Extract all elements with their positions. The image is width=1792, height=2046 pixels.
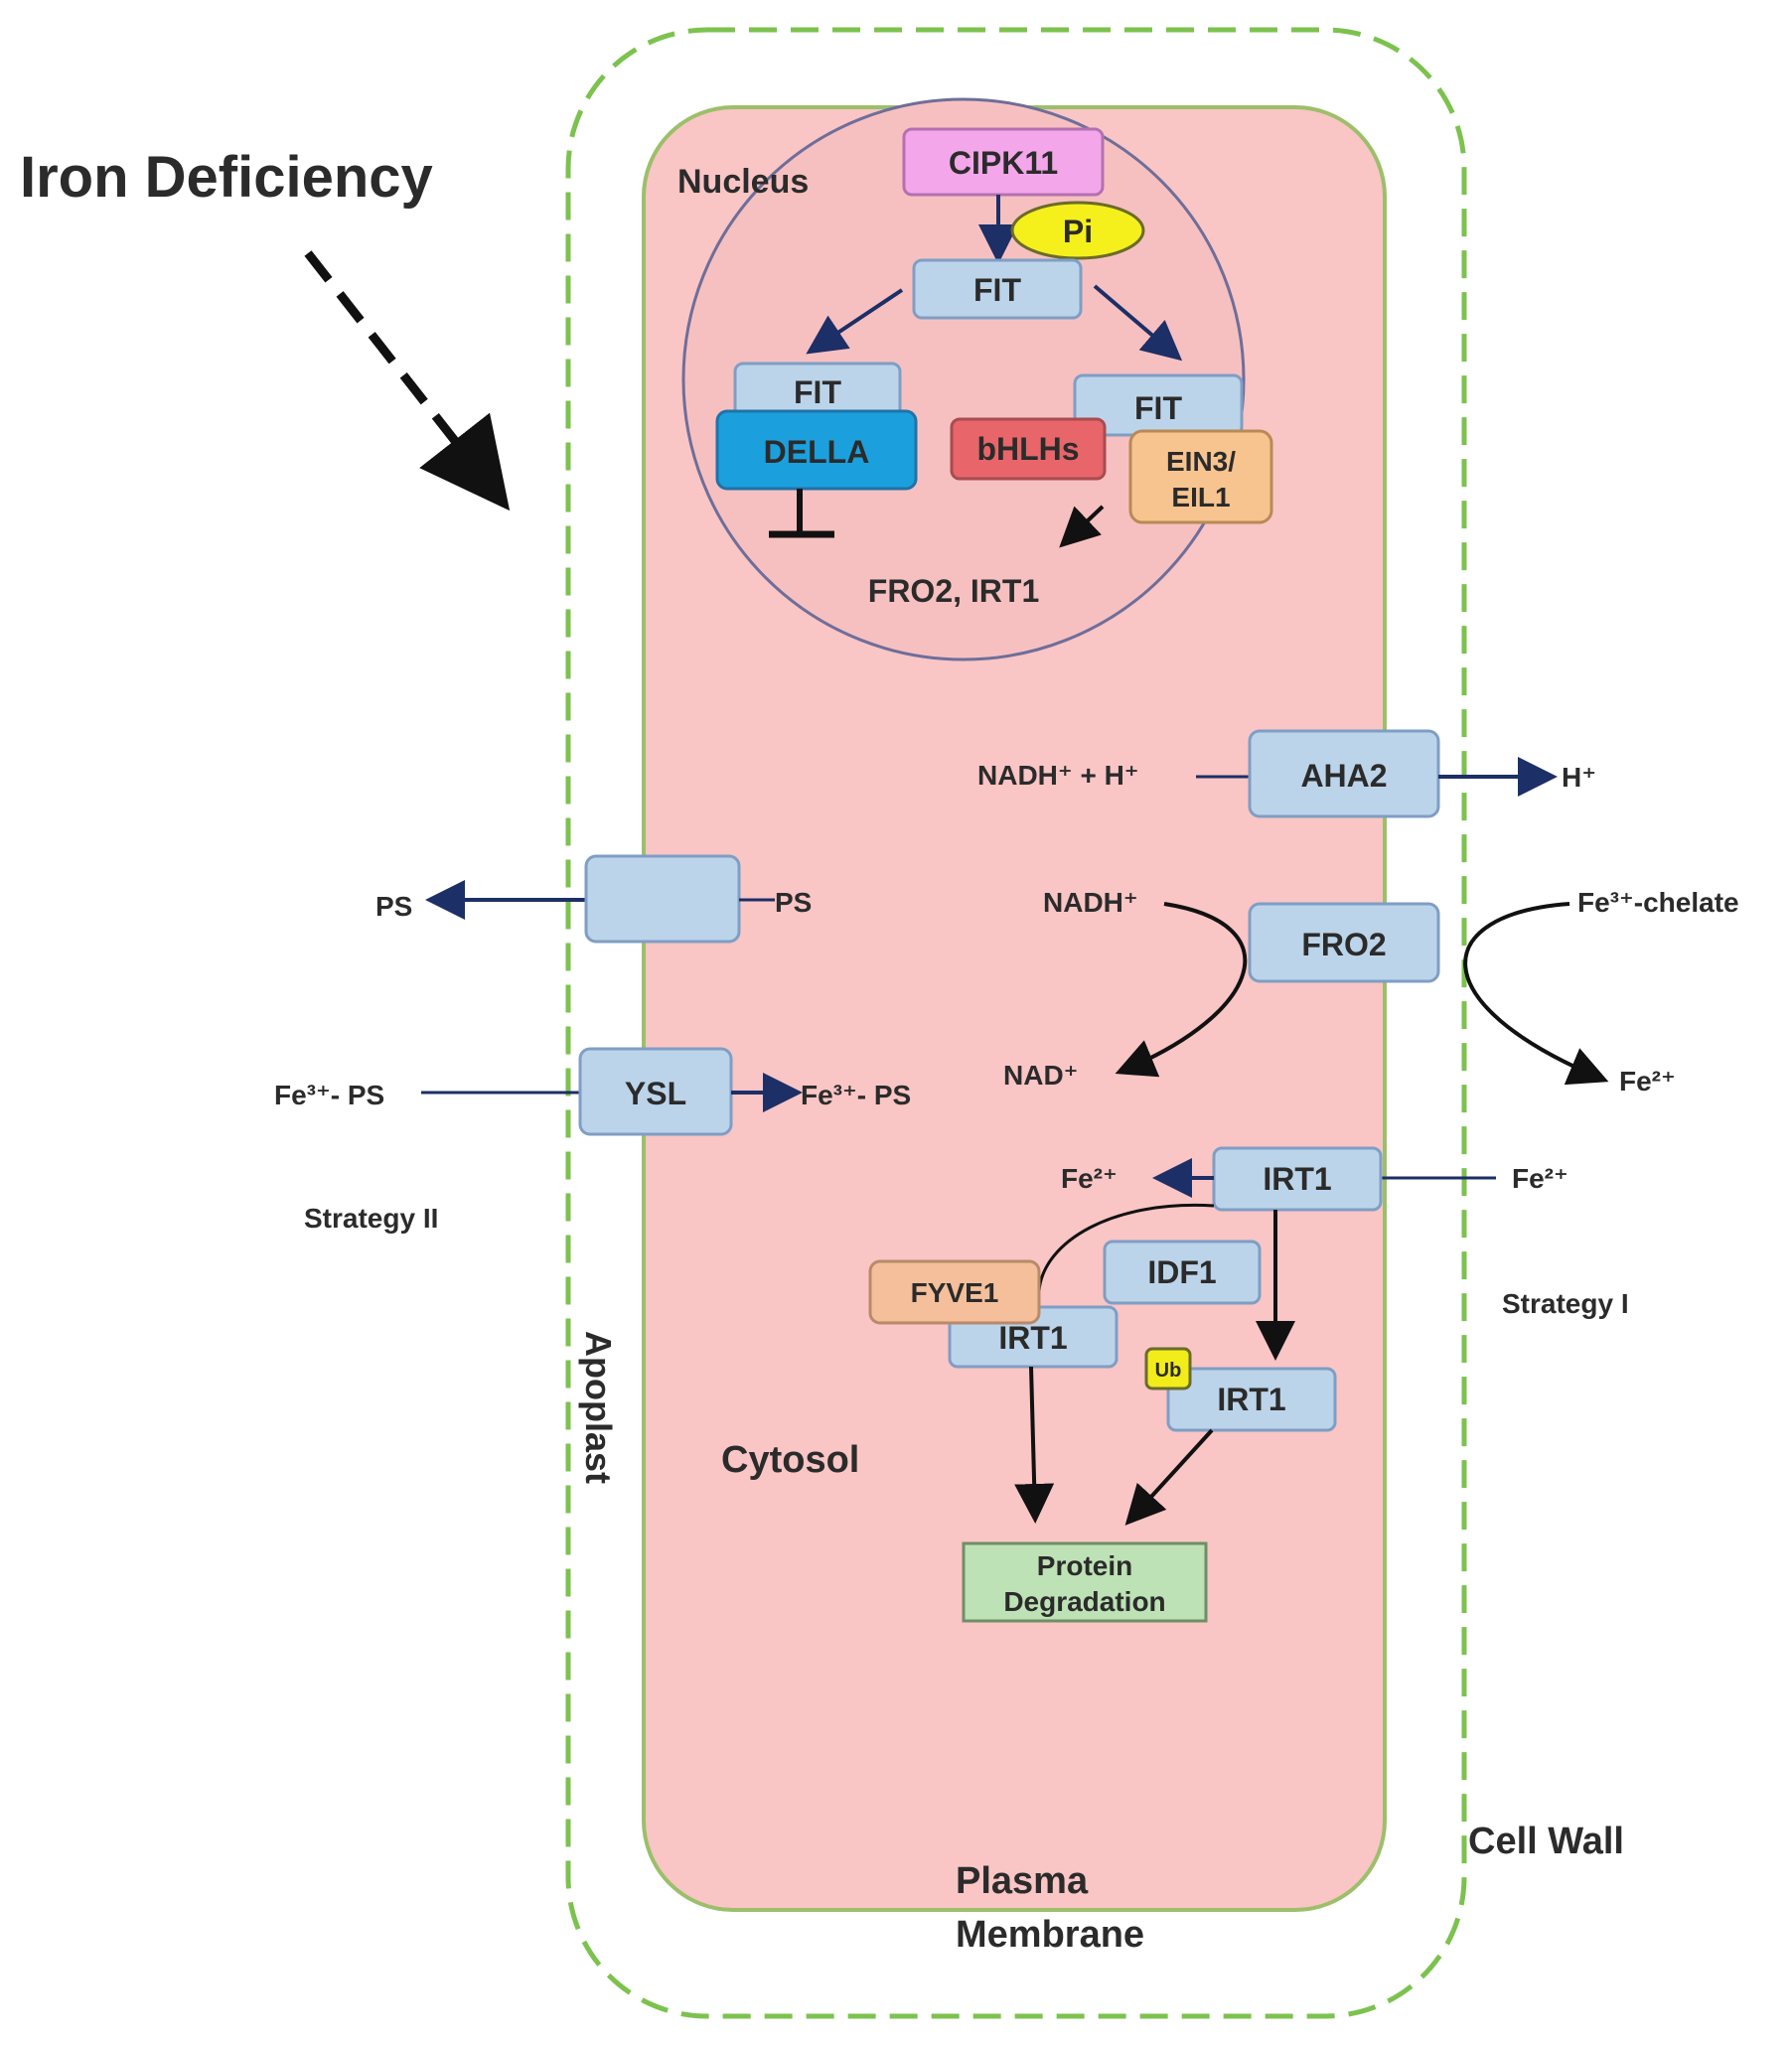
complex-to-targets-arrow [1059,505,1105,548]
nad-label: NAD⁺ [1003,1060,1078,1091]
cell-wall [565,27,1467,2019]
iron-signal-arrow [304,250,511,512]
pi-label: Pi [1063,214,1093,249]
nucleus-label: Nucleus [677,163,809,201]
della-label: DELLA [764,434,870,470]
aha2-box [1248,729,1440,818]
irt1-ub-to-degradation-arrow [1124,1428,1214,1526]
ein3-label-line2: EIL1 [1171,482,1230,512]
fro2-label: FRO2 [1301,927,1386,962]
irt1-ub-label: IRT1 [1217,1382,1285,1417]
degradation-label-line2: Degradation [1003,1586,1165,1617]
plasma-membrane-label-line2: Membrane [956,1914,1144,1956]
h-out-label: H⁺ [1562,762,1596,793]
nadh-label: NADH⁺ [1043,887,1138,918]
title: Iron Deficiency [20,145,433,210]
nadh-h-label: NADH⁺ + H⁺ [977,760,1139,791]
irt1-fyve-to-degradation-arrow [1014,1366,1055,1524]
fe3-ps-out-label: Fe³⁺- PS [274,1080,384,1110]
nadh-to-nad-arrow [1115,902,1248,1078]
cipk11-box [902,127,1105,197]
fe2-right-label: Fe²⁺ [1619,1066,1676,1096]
fyve1-box [868,1259,1041,1325]
bhlhs-label: bHLHs [976,431,1079,467]
aha2-label: AHA2 [1300,758,1387,794]
irt1-ub-box [1166,1367,1337,1432]
fro2-box [1248,902,1440,983]
fit-top-label: FIT [973,272,1021,308]
fit-top-box [912,258,1083,320]
idf1-box [1103,1240,1262,1305]
fe3-ps-in-label: Fe³⁺- PS [801,1080,911,1110]
fe3-chelate-label: Fe³⁺-chelate [1577,887,1739,918]
ps-out-label: PS [375,891,412,922]
fe3-to-fe2-arrow [1463,902,1609,1086]
cipk11-label: CIPK11 [949,145,1058,181]
della-box [715,409,918,491]
ein3-box [1128,429,1273,524]
irt1-fyve-label: IRT1 [998,1320,1067,1356]
apoplast-label: Apoplast [578,1331,619,1484]
ps-exporter-box [584,854,741,944]
fit-left-label: FIT [794,374,841,410]
targets-label: FRO2, IRT1 [868,573,1039,609]
ysl-label: YSL [625,1076,686,1111]
ps-in-label: PS [775,887,812,918]
plasma-membrane-label-line1: Plasma [956,1860,1089,1902]
strategy2-label: Strategy II [304,1203,438,1234]
irt1-to-fyve1-curve [1037,1203,1215,1292]
cytosol-label: Cytosol [721,1439,859,1481]
bhlhs-box [950,417,1107,481]
idf1-label: IDF1 [1147,1254,1216,1290]
pi-ellipse [1010,201,1145,260]
fit-right-label: FIT [1134,390,1182,426]
ub-label: Ub [1155,1360,1182,1382]
fyve1-label: FYVE1 [911,1277,999,1308]
ein3-label-line1: EIN3/ [1166,446,1236,477]
cell-wall-label: Cell Wall [1468,1821,1624,1862]
fe2-in-label: Fe²⁺ [1061,1163,1118,1194]
ub-box [1144,1347,1192,1390]
strategy1-label: Strategy I [1502,1288,1629,1319]
degradation-label-line1: Protein [1037,1550,1132,1581]
fit-to-bhlh-arrow [1093,284,1183,362]
degradation-box [962,1541,1208,1623]
fe2-out-label: Fe²⁺ [1512,1163,1568,1194]
irt1-membrane-label: IRT1 [1263,1161,1331,1197]
fit-to-della-arrow [806,288,904,355]
